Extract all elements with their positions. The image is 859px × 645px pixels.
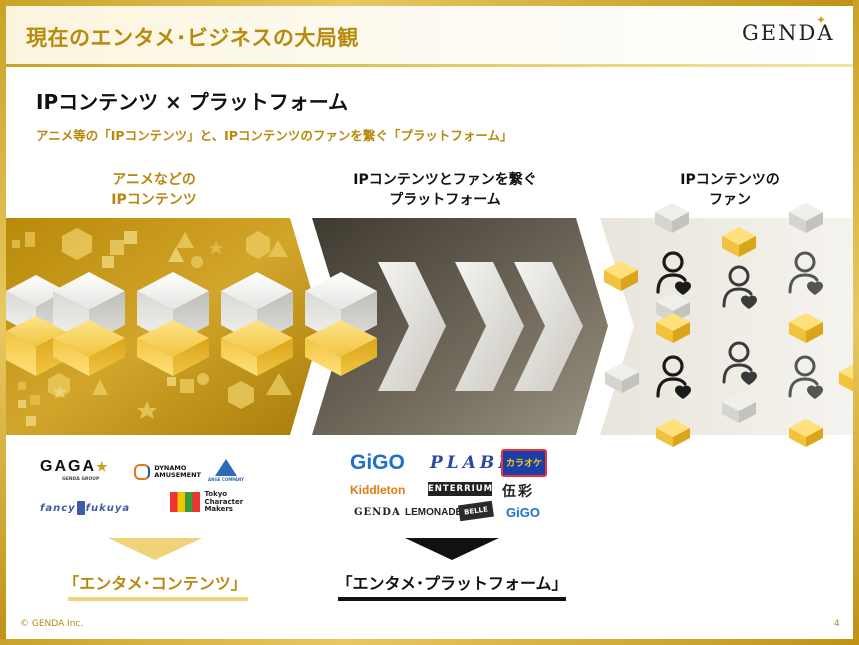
star-icon: ★	[96, 459, 110, 474]
column-header-platform: IPコンテンツとファンを繋ぐ プラットフォーム	[335, 170, 555, 210]
column-header-line2: ファン	[709, 192, 751, 208]
column-header-line1: IPコンテンツとファンを繋ぐ	[353, 172, 537, 188]
fan-person-heart-icon	[788, 251, 823, 295]
tcm-line3: Makers	[204, 505, 233, 513]
kiddleton-logo: Kiddleton	[350, 483, 406, 497]
frame-left	[0, 0, 6, 645]
column-header-line2: プラットフォーム	[389, 192, 501, 208]
fukuya-text: fukuya	[85, 503, 131, 514]
chevron-right-icon	[455, 262, 524, 391]
gray-cubes	[605, 203, 823, 423]
content-label-underline	[68, 597, 248, 601]
tokyo-character-makers-logo: Tokyo Character Makers	[170, 490, 244, 514]
section-subtitle: IPコンテンツ × プラットフォーム	[36, 90, 349, 114]
page-title: 現在のエンタメ･ビジネスの大局観	[26, 26, 359, 50]
frame-top	[0, 0, 859, 6]
dynamo-logo: DYNAMO AMUSEMENT	[134, 464, 201, 480]
frame-right	[853, 0, 859, 645]
column-header-line2: IPコンテンツ	[111, 192, 197, 208]
karaoke-logo-text: カラオケ	[505, 459, 542, 469]
column-header-fans: IPコンテンツの ファン	[660, 170, 800, 210]
platform-brand-logos: GiGO PLABI カラオケ Kiddleton ENTERRIUM 伍彩 G…	[350, 448, 550, 528]
content-company-logos: GAGA★ GENDA GROUP DYNAMO AMUSEMENT ANGE …	[40, 455, 260, 525]
gigo-small-logo: GiGO	[506, 505, 540, 520]
entertainment-platform-label: 「エンタメ･プラットフォーム」	[336, 574, 568, 593]
fan-person-heart-icon	[656, 251, 691, 295]
content-deco	[12, 228, 292, 426]
fan-person-heart-icon	[722, 341, 757, 385]
dynamo-line2: AMUSEMENT	[154, 471, 201, 479]
genda-logo: GENDA ✦	[742, 13, 835, 45]
fan-person-heart-icon	[788, 355, 823, 399]
chevron-right-icon	[378, 262, 446, 391]
enterrium-logo: ENTERRIUM	[428, 482, 494, 496]
sparkle-icon: ✦	[816, 13, 829, 27]
gosai-logo: 伍彩	[502, 484, 534, 500]
column-header-ip-content: アニメなどの IPコンテンツ	[84, 170, 224, 210]
fancy-text: fancy	[40, 503, 76, 514]
copyright: © GENDA Inc.	[20, 619, 84, 629]
tcm-line2: Character	[204, 497, 244, 506]
platform-label-underline	[338, 597, 566, 601]
karaoke-logo: カラオケ	[501, 449, 547, 477]
column-header-line1: IPコンテンツの	[680, 172, 780, 188]
belle-logo: BELLE	[458, 500, 494, 522]
title-band	[6, 6, 853, 66]
genda-brand-logo: GENDA	[354, 507, 401, 518]
arrow-down-icon	[108, 538, 202, 560]
section-tagline: アニメ等の「IPコンテンツ」と、IPコンテンツのファンを繋ぐ「プラットフォーム」	[36, 128, 513, 143]
entertainment-content-label: 「エンタメ･コンテンツ」	[63, 574, 247, 593]
gaga-logo-text: GAGA	[40, 458, 96, 475]
column-header-line1: アニメなどの	[112, 172, 196, 188]
ip-cube	[53, 272, 125, 376]
fan-person-heart-icon	[722, 265, 757, 309]
ip-cube-crossing	[305, 272, 377, 376]
tcm-blocks-icon	[170, 492, 200, 513]
dynamo-swirl-icon	[134, 464, 150, 480]
lemonade-logo: LEMONADE	[405, 507, 463, 518]
ip-cube	[137, 272, 209, 376]
title-underline	[6, 64, 853, 67]
gigo-logo: GiGO	[350, 451, 405, 474]
fan-person-heart-icon	[656, 355, 691, 399]
ange-company-logo: ANGE COMPANY	[208, 459, 244, 482]
ip-cube	[221, 272, 293, 376]
mountain-logo-icon	[215, 459, 237, 476]
genda-logo-text: GENDA	[742, 21, 835, 45]
page-number: 4	[834, 619, 840, 629]
tcm-line1: Tokyo	[204, 490, 228, 498]
arrow-down-icon	[405, 538, 499, 560]
fancy-logo-icon	[76, 501, 85, 515]
chevron-right-icon	[514, 262, 583, 391]
frame-bottom	[0, 639, 859, 645]
gaga-sub-logo: GENDA GROUP	[62, 477, 100, 482]
dynamo-line1: DYNAMO	[154, 464, 187, 472]
ip-content-cubes	[6, 272, 377, 376]
platform-chevrons	[378, 262, 583, 391]
plabi-logo: PLABI	[430, 453, 511, 473]
gaga-logo: GAGA★	[40, 458, 110, 476]
ange-logo-text: ANGE COMPANY	[208, 477, 245, 482]
fancy-fukuya-logo: fancy fukuya	[40, 501, 130, 515]
